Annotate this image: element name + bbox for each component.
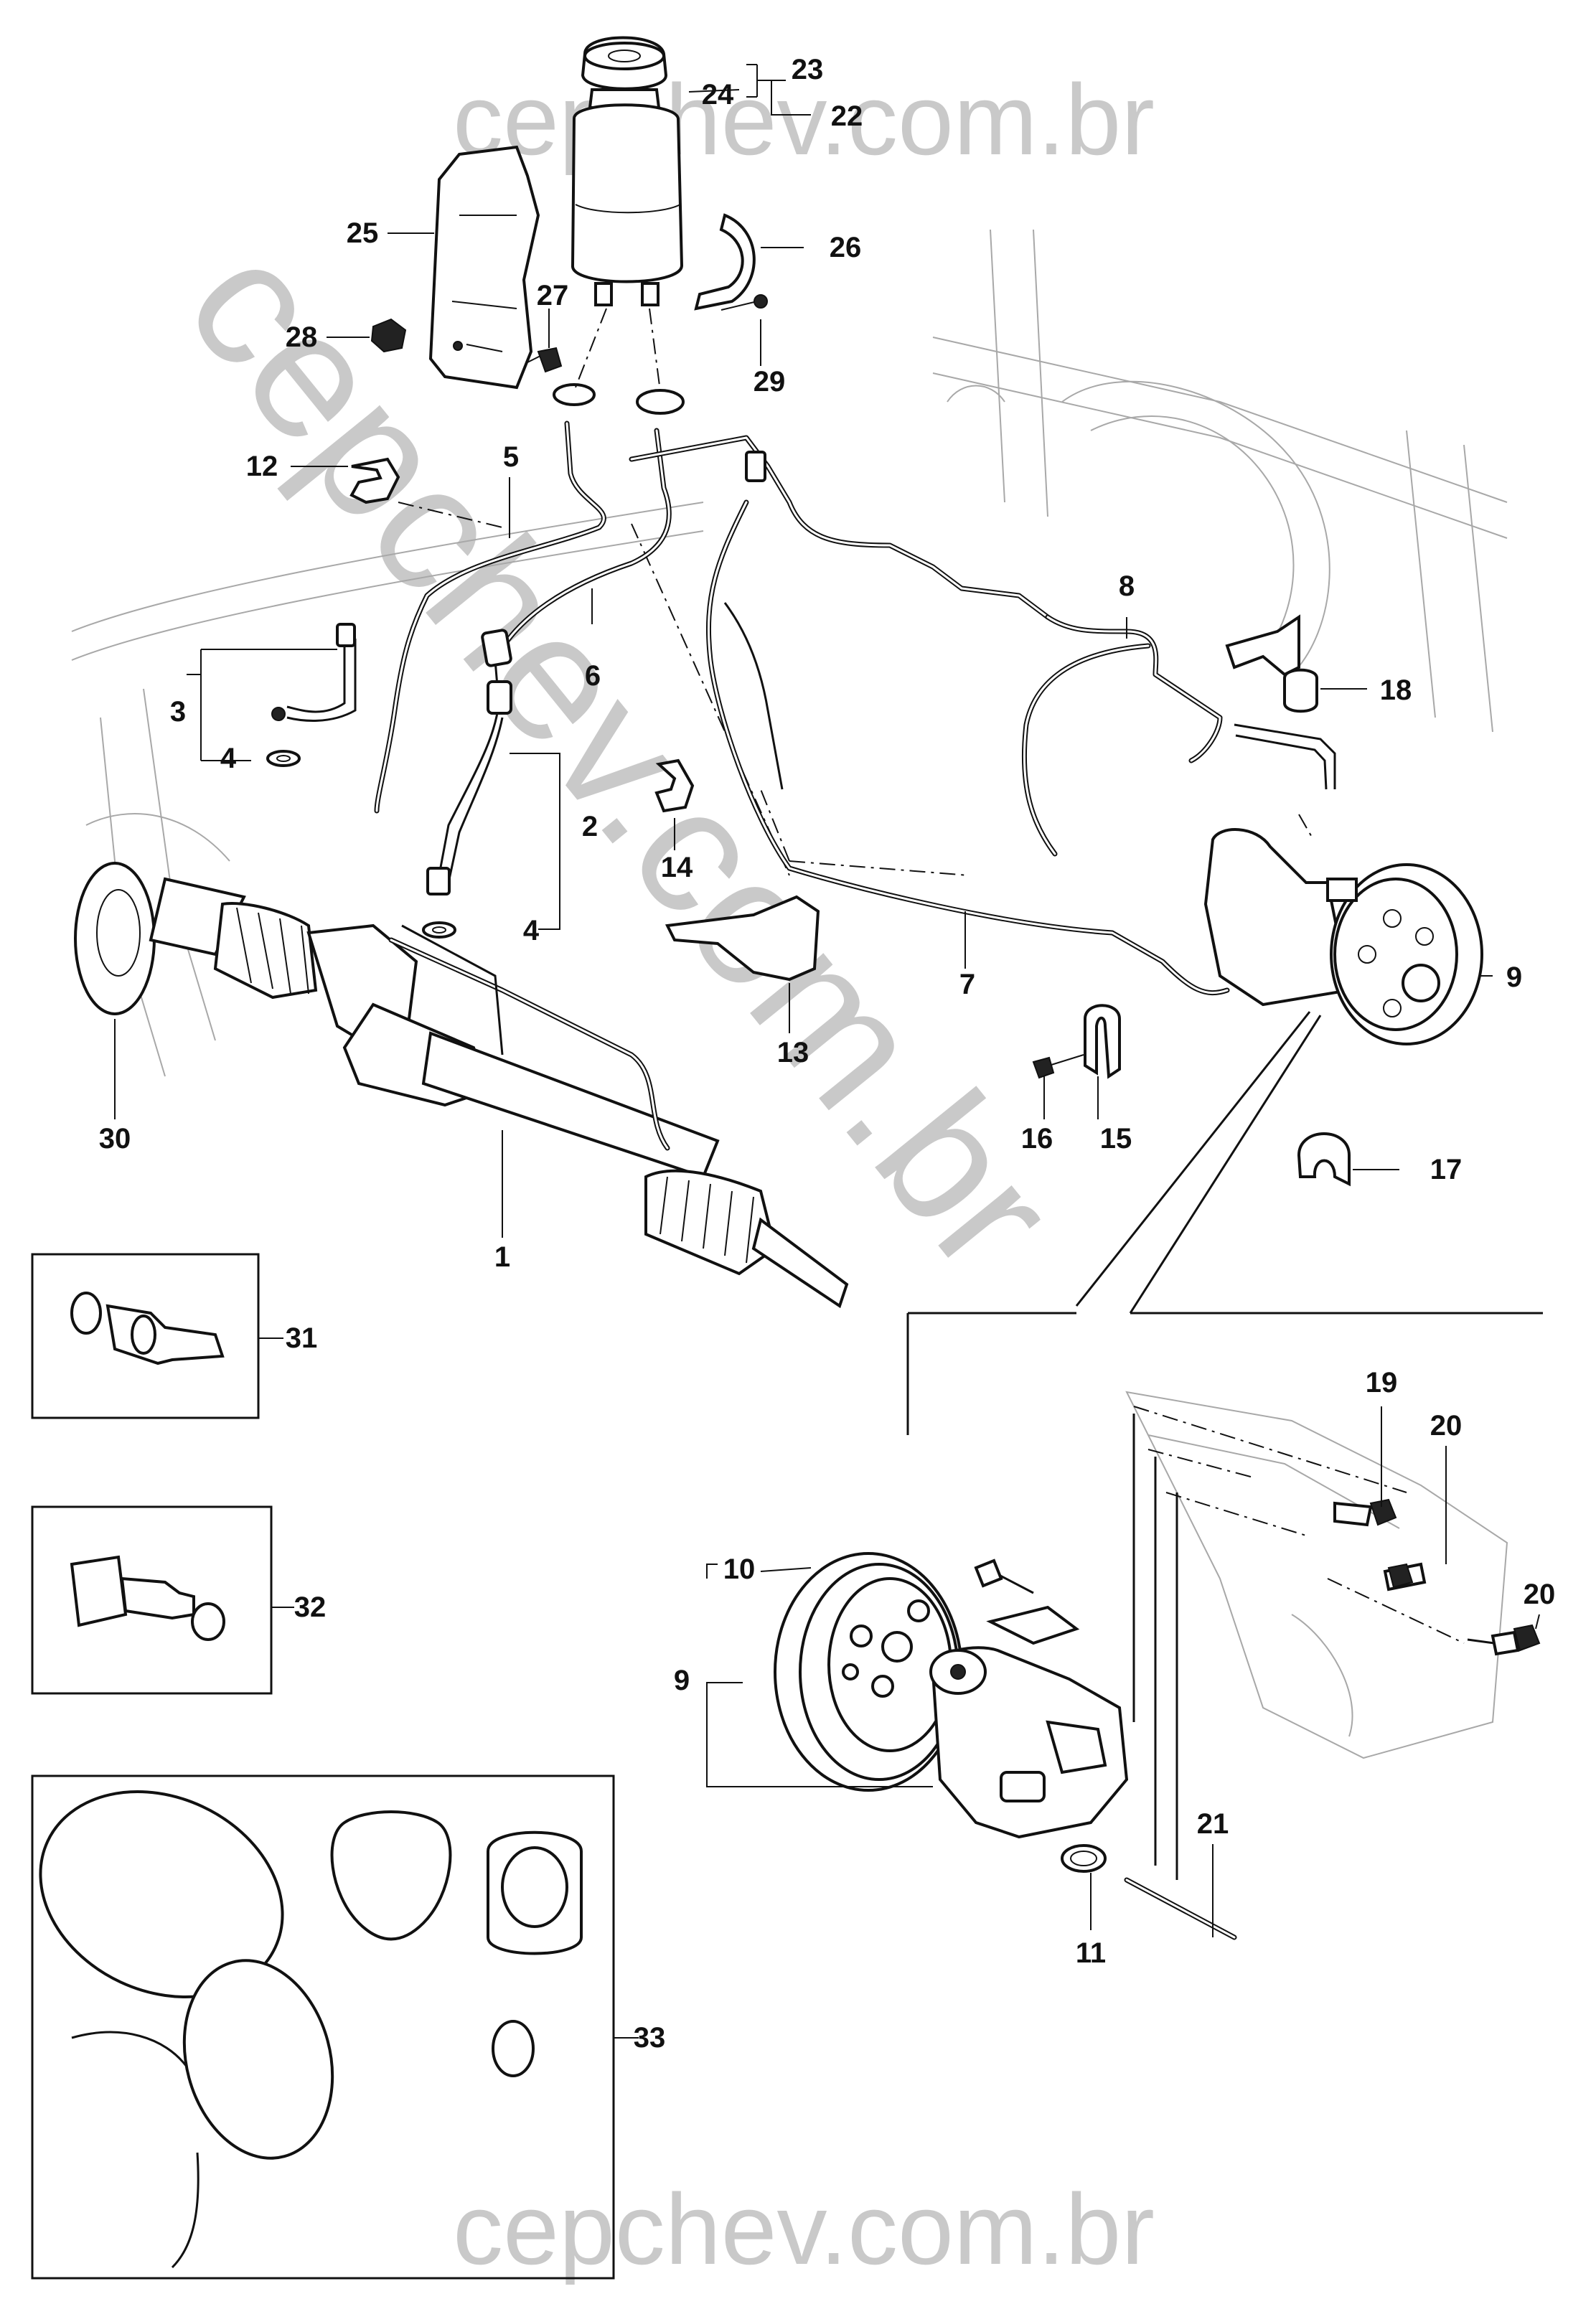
bracket-13 bbox=[665, 895, 820, 982]
inset-box-31 bbox=[31, 1253, 260, 1419]
callout-15: 15 bbox=[1100, 1123, 1132, 1155]
pump-body-9 bbox=[929, 1605, 1129, 1839]
callout-6: 6 bbox=[585, 660, 601, 692]
callout-1: 1 bbox=[494, 1241, 510, 1273]
clamp-15 bbox=[1084, 1004, 1121, 1079]
screw-27 bbox=[537, 347, 563, 373]
callout-25: 25 bbox=[347, 217, 379, 249]
callout-3: 3 bbox=[170, 696, 186, 728]
callout-8: 8 bbox=[1119, 570, 1135, 602]
callout-12: 12 bbox=[246, 451, 278, 482]
callout-17: 17 bbox=[1430, 1154, 1463, 1185]
clip-14 bbox=[654, 758, 695, 813]
nut-28 bbox=[370, 318, 407, 353]
hose-8 bbox=[1045, 614, 1223, 763]
callout-9-detail: 9 bbox=[674, 1665, 690, 1696]
steering-rack bbox=[74, 862, 849, 1309]
hose-clamp-11-and-hose-21 bbox=[1061, 1844, 1237, 1940]
callout-18: 18 bbox=[1380, 674, 1412, 706]
callout-23: 23 bbox=[792, 54, 824, 85]
callout-30: 30 bbox=[99, 1123, 131, 1155]
watermark-bottom: cepchev.com.br bbox=[453, 2173, 1155, 2285]
power-steering-pump-upper bbox=[1203, 828, 1483, 1045]
callout-29: 29 bbox=[754, 366, 786, 398]
bracket-upper-18 bbox=[1225, 614, 1300, 677]
grommet-18 bbox=[1283, 668, 1318, 713]
callout-31: 31 bbox=[286, 1322, 318, 1354]
clip-12 bbox=[349, 457, 400, 504]
callout-5: 5 bbox=[503, 441, 519, 473]
pump-bracket-detail bbox=[1125, 1391, 1508, 1880]
watermark-top: cepchev.com.br bbox=[453, 63, 1155, 176]
valve-fitting-31 bbox=[70, 1292, 225, 1365]
callout-16: 16 bbox=[1021, 1123, 1053, 1155]
callout-14: 14 bbox=[661, 852, 693, 883]
screw-16 bbox=[1032, 1056, 1055, 1079]
callout-19: 19 bbox=[1366, 1367, 1398, 1398]
reservoir-body bbox=[571, 103, 684, 283]
hose-pipes bbox=[286, 420, 1336, 996]
callout-21: 21 bbox=[1197, 1808, 1229, 1840]
seal-kit-33 bbox=[39, 1790, 583, 2269]
callout-20-upper: 20 bbox=[1430, 1410, 1463, 1442]
callout-4-upper: 4 bbox=[220, 743, 237, 774]
callout-33: 33 bbox=[634, 2022, 666, 2054]
callout-28: 28 bbox=[286, 321, 318, 353]
callout-7: 7 bbox=[959, 969, 975, 1000]
callout-22: 22 bbox=[831, 100, 863, 132]
callout-11: 11 bbox=[1076, 1937, 1106, 1969]
dust-boot-30 bbox=[74, 862, 156, 1015]
bolts-19-20 bbox=[974, 1498, 1541, 1656]
callout-32: 32 bbox=[294, 1592, 327, 1623]
callout-9-upper: 9 bbox=[1506, 962, 1522, 993]
clamp-17 bbox=[1297, 1132, 1351, 1187]
reservoir-strap bbox=[694, 213, 756, 311]
callout-4-lower: 4 bbox=[523, 915, 540, 946]
reservoir-assembly bbox=[571, 36, 684, 306]
washer-4-lower bbox=[422, 921, 456, 939]
screw-29-head bbox=[754, 294, 768, 309]
valve-fitting-32 bbox=[70, 1555, 225, 1641]
washer-4-upper bbox=[266, 750, 301, 767]
callout-10: 10 bbox=[723, 1553, 756, 1585]
vehicle-body-outline bbox=[71, 229, 1508, 1077]
callout-13: 13 bbox=[777, 1037, 809, 1068]
callout-26: 26 bbox=[830, 232, 862, 263]
callout-27: 27 bbox=[537, 280, 569, 311]
supply-line-7 bbox=[629, 435, 1051, 620]
callout-20-lower: 20 bbox=[1524, 1579, 1556, 1610]
pump-pulley-10 bbox=[774, 1552, 963, 1792]
inset-box-33 bbox=[31, 1774, 615, 2280]
callout-2: 2 bbox=[582, 811, 598, 842]
callout-24: 24 bbox=[702, 79, 734, 111]
leader-lines bbox=[114, 64, 1540, 2039]
callout-labels: 1 2 3 4 4 5 6 7 8 9 9 10 11 12 13 14 15 … bbox=[99, 54, 1556, 2054]
reservoir-bracket bbox=[428, 145, 540, 390]
inset-box-32 bbox=[31, 1505, 273, 1695]
